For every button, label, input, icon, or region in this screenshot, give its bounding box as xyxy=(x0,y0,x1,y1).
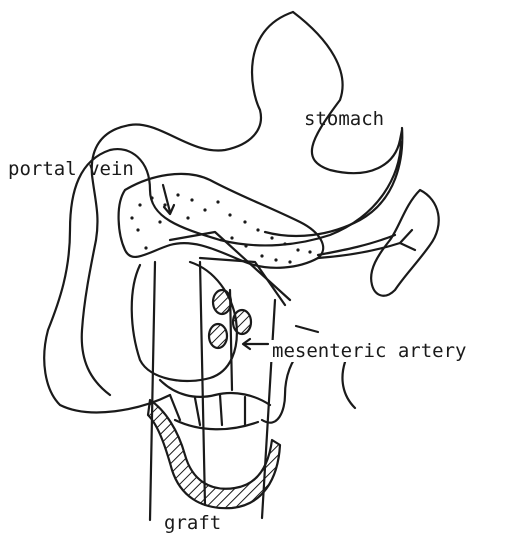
vessel-section-lower xyxy=(209,324,227,348)
duodenum-loop xyxy=(132,262,237,381)
mesenteric-bracket xyxy=(342,362,355,408)
label-portal-vein: portal vein xyxy=(8,158,134,180)
spleen xyxy=(371,190,439,296)
mesenteric-tick xyxy=(296,326,318,332)
vessel-section-upper-right xyxy=(233,310,251,334)
intestine-mesh xyxy=(160,380,270,429)
stomach-inner-curve xyxy=(265,128,402,236)
vessel-section-upper xyxy=(213,290,231,314)
label-graft: graft xyxy=(164,512,221,534)
label-stomach: stomach xyxy=(304,108,384,130)
label-mesenteric-artery: mesenteric artery xyxy=(270,340,468,362)
graft-line-mid xyxy=(200,262,205,505)
graft-body-hatched xyxy=(148,400,280,508)
graft-line-left xyxy=(150,262,155,520)
